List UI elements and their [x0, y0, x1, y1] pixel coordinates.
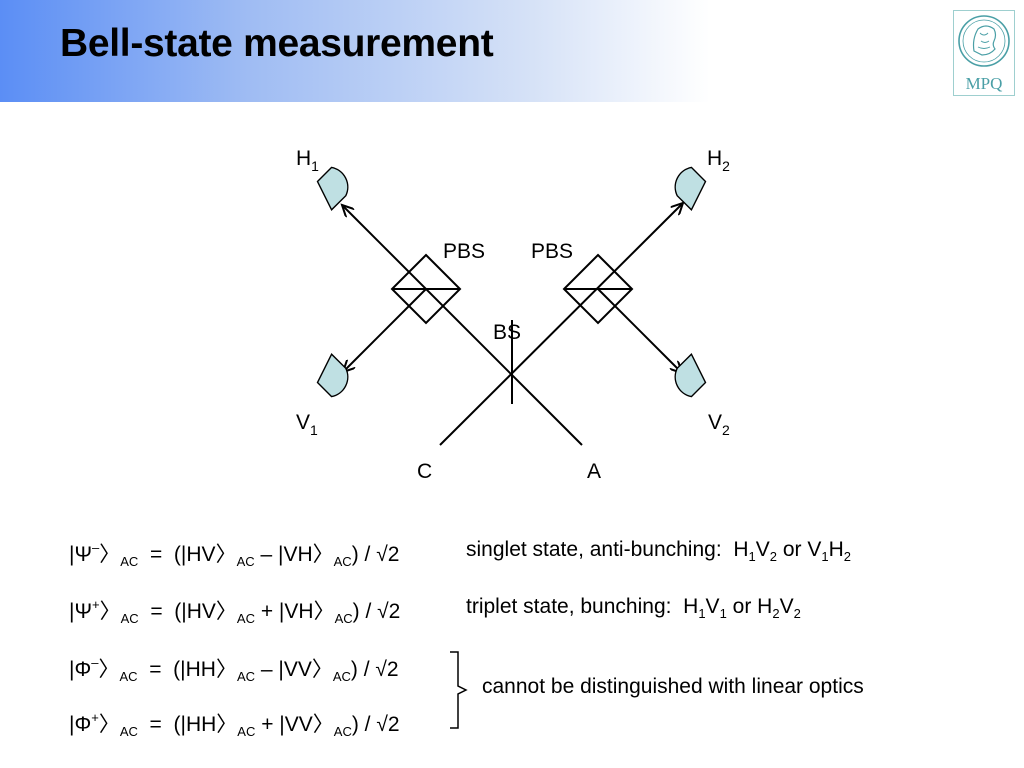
- beam-to-v2: [597, 288, 682, 373]
- state-psi-plus: |Ψ+〉AC = (|HV〉AC + |VH〉AC) / √2: [69, 597, 401, 627]
- label-h1: H1: [296, 147, 319, 174]
- detector-v1: [316, 353, 349, 398]
- label-input-c: C: [417, 460, 432, 483]
- state-psi-minus: |Ψ–〉AC = (|HV〉AC – |VH〉AC) / √2: [69, 540, 400, 570]
- beam-c: [439, 203, 683, 446]
- pbs-left-cube: [390, 253, 462, 325]
- pbs-right-cube: [562, 253, 634, 325]
- bracket: [450, 651, 468, 729]
- beam-to-v1: [343, 288, 427, 372]
- label-pbs-left: PBS: [443, 240, 485, 263]
- singlet-description: singlet state, anti-bunching: H1V2 or V1…: [466, 538, 852, 565]
- title-banner: Bell-state measurement: [0, 0, 710, 102]
- detector-h1: [316, 166, 349, 211]
- label-input-a: A: [587, 460, 601, 483]
- page-title: Bell-state measurement: [60, 22, 494, 65]
- detector-v2: [674, 353, 707, 398]
- triplet-description: triplet state, bunching: H1V1 or H2V2: [466, 595, 801, 622]
- logo-text: MPQ: [966, 74, 1003, 93]
- label-h2: H2: [707, 147, 730, 174]
- beam-a: [342, 205, 583, 446]
- linear-optics-note: cannot be distinguished with linear opti…: [482, 675, 864, 698]
- label-v1: V1: [296, 411, 318, 438]
- state-phi-plus: |Φ+〉AC = (|HH〉AC + |VV〉AC) / √2: [69, 710, 400, 740]
- label-bs: BS: [493, 321, 521, 344]
- state-phi-minus: |Φ–〉AC = (|HH〉AC – |VV〉AC) / √2: [69, 655, 399, 685]
- label-v2: V2: [708, 411, 730, 438]
- mpq-logo: MPQ: [953, 10, 1015, 96]
- detector-h2: [674, 166, 707, 211]
- label-pbs-right: PBS: [531, 240, 573, 263]
